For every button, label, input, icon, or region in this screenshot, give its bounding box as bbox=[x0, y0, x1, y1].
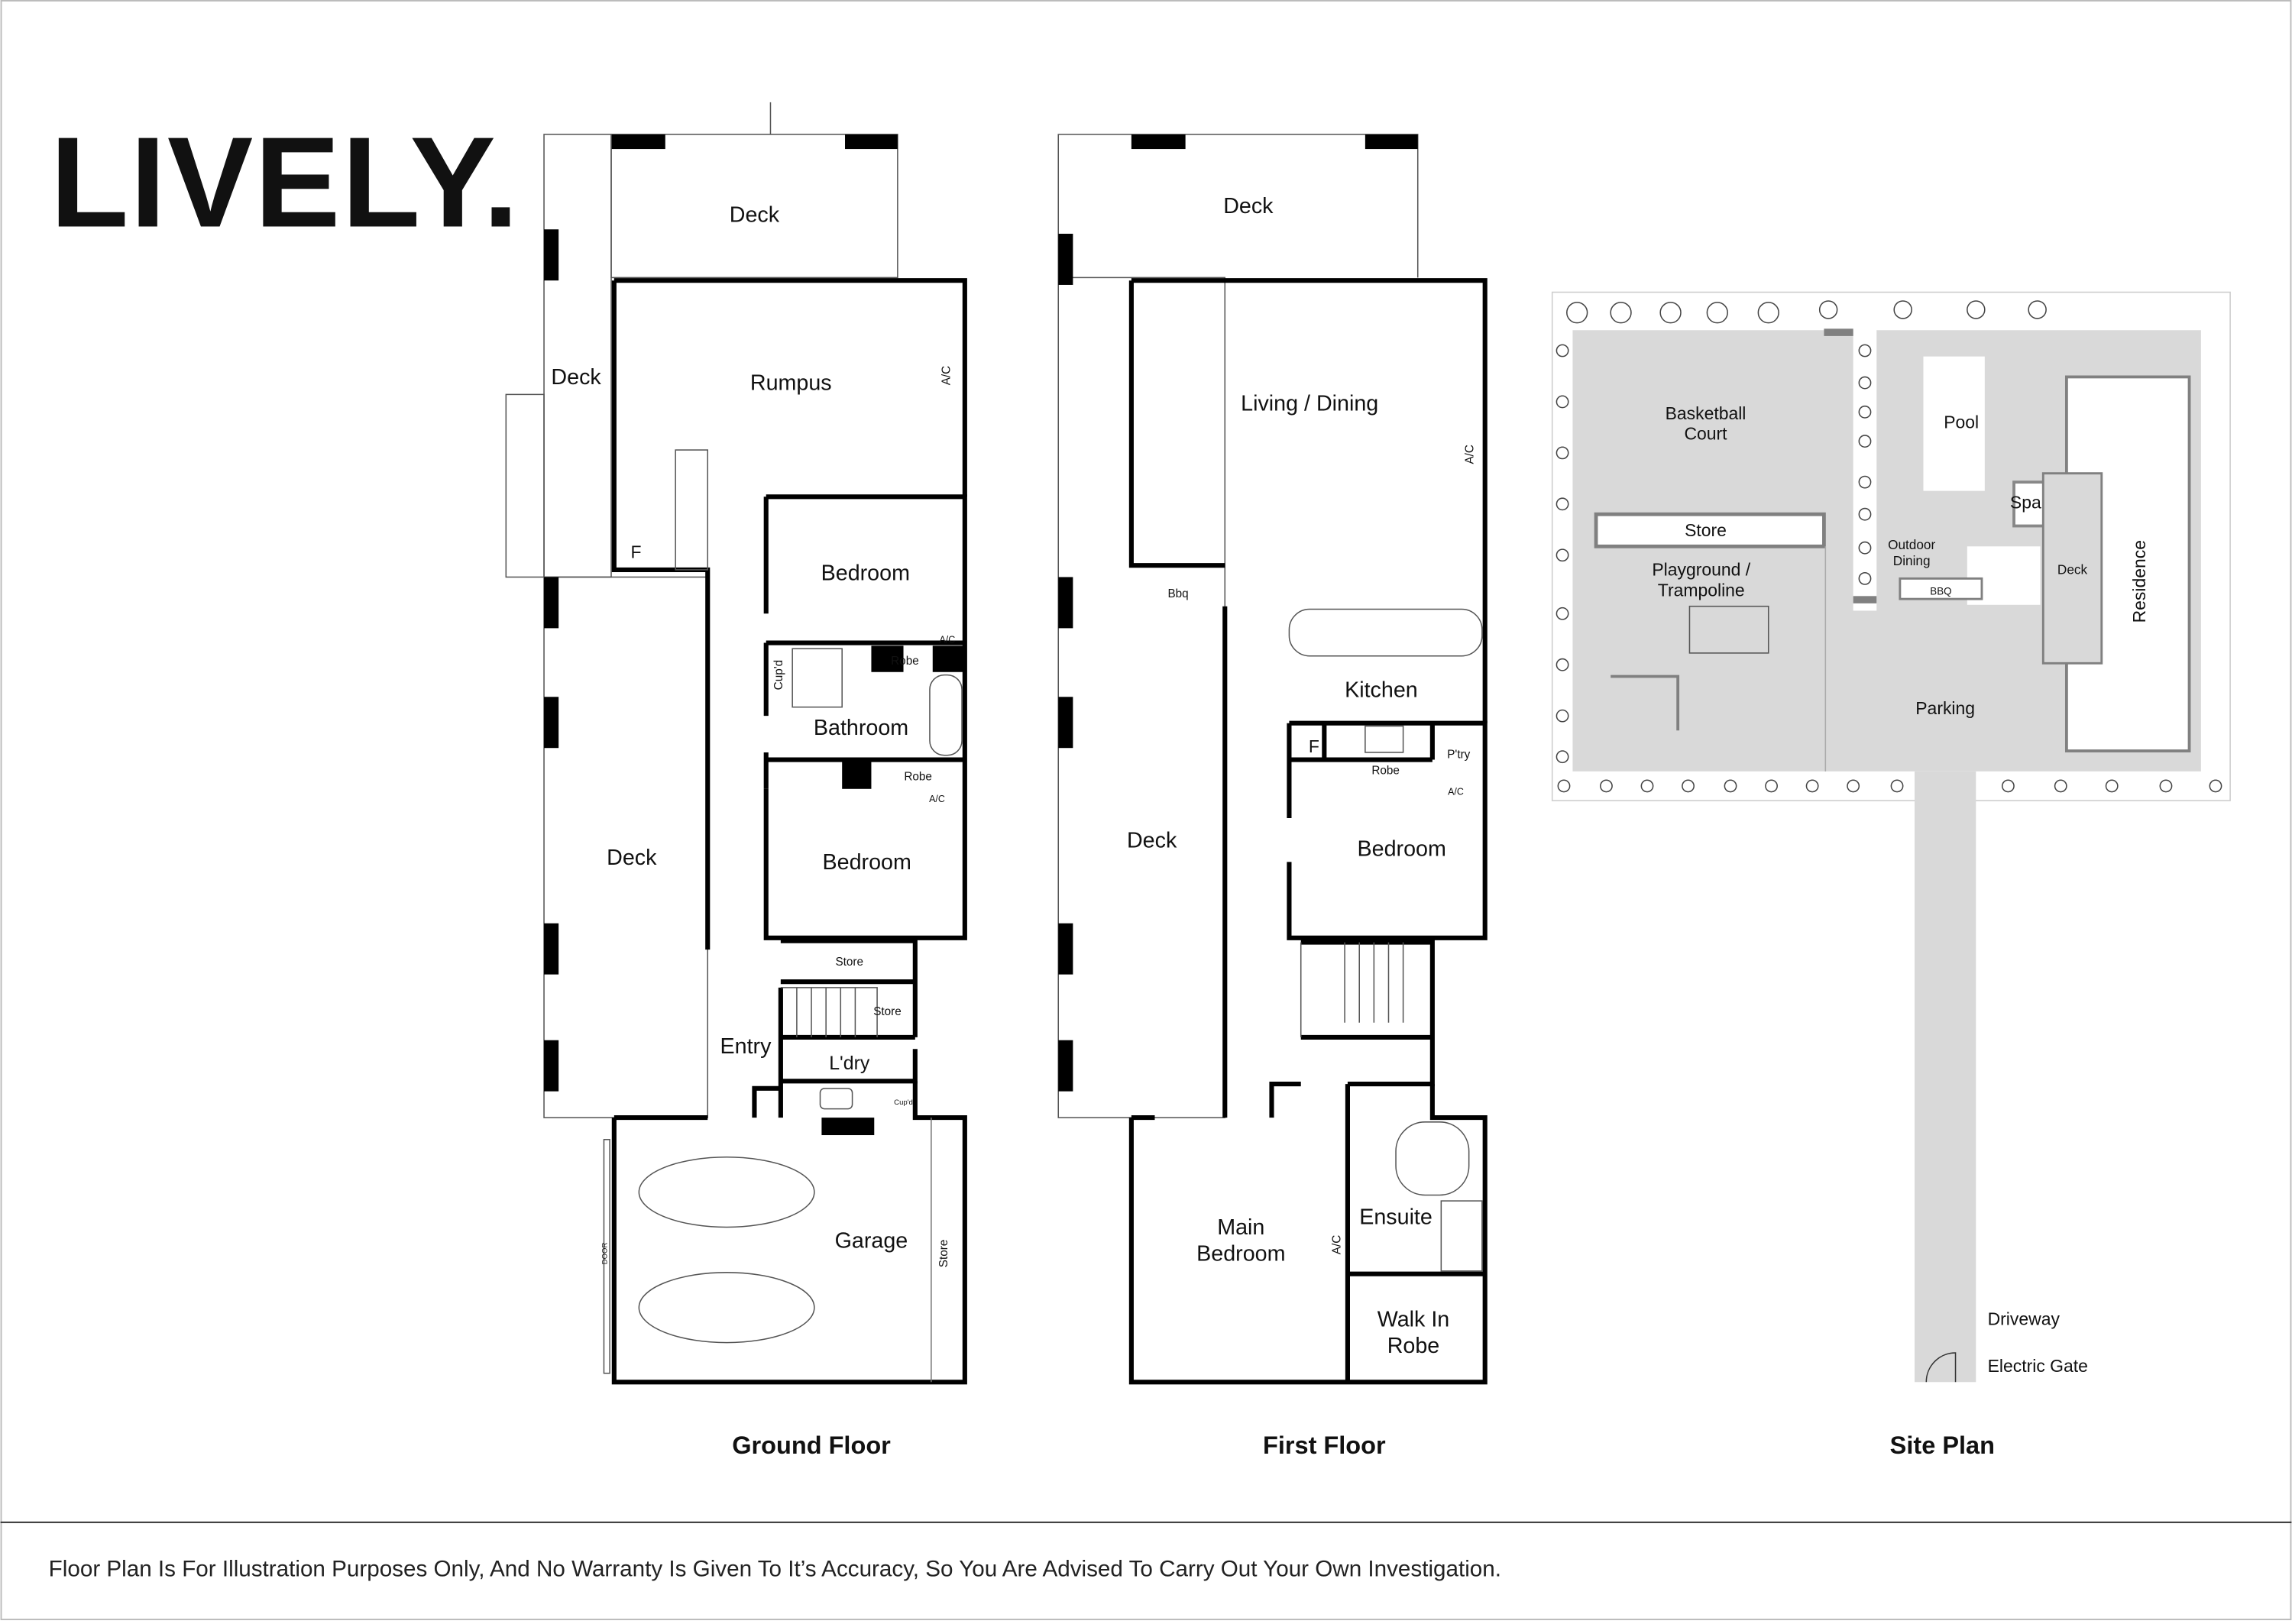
ground-floor-plan: Deck Deck Rumpus A/C F Bedroom A/C Robe … bbox=[505, 102, 967, 1459]
room-label-wir-2: Robe bbox=[1387, 1334, 1440, 1358]
room-label-laundry: L'dry bbox=[829, 1053, 870, 1074]
site-label-outdoor-dining-2: Dining bbox=[1893, 553, 1931, 568]
site-label-store: Store bbox=[1685, 520, 1727, 540]
room-label-deck-top-ff: Deck bbox=[1223, 194, 1274, 218]
room-label-bathroom: Bathroom bbox=[814, 716, 908, 740]
garage-door-label: DOOR bbox=[601, 1243, 609, 1265]
site-label-basketball-2: Court bbox=[1684, 424, 1727, 444]
cupboard-label: Cup'd bbox=[772, 660, 785, 691]
garage-store-label: Store bbox=[937, 1240, 950, 1268]
driveway bbox=[1914, 771, 1976, 1383]
room-label-bedroom-2: Bedroom bbox=[823, 850, 911, 875]
room-label-store-1: Store bbox=[835, 956, 863, 969]
site-label-pool: Pool bbox=[1944, 412, 1979, 432]
room-label-deck-side-ff: Deck bbox=[1127, 828, 1177, 852]
tree-icons bbox=[1556, 300, 2222, 793]
site-label-electric-gate: Electric Gate bbox=[1988, 1356, 2088, 1376]
first-floor-plan: Deck Living / Dining A/C Bbq Kitchen F P… bbox=[1057, 134, 1488, 1459]
site-label-spa: Spa bbox=[2010, 493, 2041, 513]
room-label-living-dining: Living / Dining bbox=[1241, 391, 1378, 416]
room-label-main-bedroom-1: Main bbox=[1217, 1215, 1264, 1240]
room-label-store-2: Store bbox=[873, 1005, 902, 1018]
site-label-playground-1: Playground / bbox=[1652, 560, 1750, 580]
room-label-entry: Entry bbox=[720, 1034, 772, 1059]
pool-shape bbox=[1923, 356, 1985, 491]
ac-label-living: A/C bbox=[1463, 445, 1476, 464]
brand-logo: LIVELY. bbox=[50, 110, 520, 254]
pantry-label: P'try bbox=[1447, 749, 1470, 762]
ac-label-bedroom-1: A/C bbox=[940, 635, 956, 645]
room-label-main-bedroom-2: Bedroom bbox=[1196, 1242, 1285, 1267]
site-label-basketball-1: Basketball bbox=[1666, 403, 1747, 423]
store-building bbox=[1594, 512, 1826, 548]
site-plan: Basketball Court Store Playground / Tram… bbox=[1551, 291, 2231, 1459]
first-floor-title: First Floor bbox=[1263, 1432, 1386, 1459]
site-label-bbq: BBQ bbox=[1930, 585, 1951, 597]
fridge-label: F bbox=[631, 542, 642, 562]
site-plan-title: Site Plan bbox=[1890, 1432, 1995, 1459]
room-label-bedroom-1: Bedroom bbox=[821, 561, 910, 585]
ground-floor-title: Ground Floor bbox=[732, 1432, 891, 1459]
fridge-label-ff: F bbox=[1309, 736, 1319, 756]
bbq-label-ff: Bbq bbox=[1167, 587, 1188, 600]
room-label-wir-1: Walk In bbox=[1377, 1308, 1450, 1332]
room-label-garage: Garage bbox=[835, 1228, 908, 1253]
site-label-residence: Residence bbox=[2129, 540, 2149, 623]
site-label-deck: Deck bbox=[2057, 562, 2088, 577]
ac-label-rumpus: A/C bbox=[940, 366, 953, 385]
ac-label-bedroom-ff: A/C bbox=[1448, 786, 1464, 797]
electric-gate-icon bbox=[1925, 1352, 1957, 1383]
site-label-outdoor-dining-1: Outdoor bbox=[1888, 537, 1935, 552]
ac-label-main: A/C bbox=[1330, 1235, 1343, 1255]
room-label-ensuite: Ensuite bbox=[1359, 1205, 1432, 1230]
site-label-playground-2: Trampoline bbox=[1658, 580, 1745, 600]
ac-label-bedroom-2: A/C bbox=[929, 794, 945, 804]
site-label-driveway: Driveway bbox=[1988, 1309, 2061, 1329]
room-label-deck-main: Deck bbox=[607, 846, 657, 870]
room-label-bedroom-ff: Bedroom bbox=[1358, 837, 1446, 862]
disclaimer-text: Floor Plan Is For Illustration Purposes … bbox=[49, 1557, 1501, 1582]
room-label-deck-side: Deck bbox=[551, 365, 601, 390]
room-label-deck-top: Deck bbox=[730, 203, 780, 228]
robe-label-1: Robe bbox=[891, 655, 919, 668]
laundry-cupboard-label: Cup'd bbox=[894, 1098, 913, 1107]
site-label-parking: Parking bbox=[1915, 698, 1975, 718]
robe-label-ff: Robe bbox=[1371, 765, 1400, 778]
room-label-kitchen: Kitchen bbox=[1345, 678, 1418, 702]
room-label-rumpus: Rumpus bbox=[750, 371, 832, 396]
robe-label-2: Robe bbox=[904, 770, 932, 783]
